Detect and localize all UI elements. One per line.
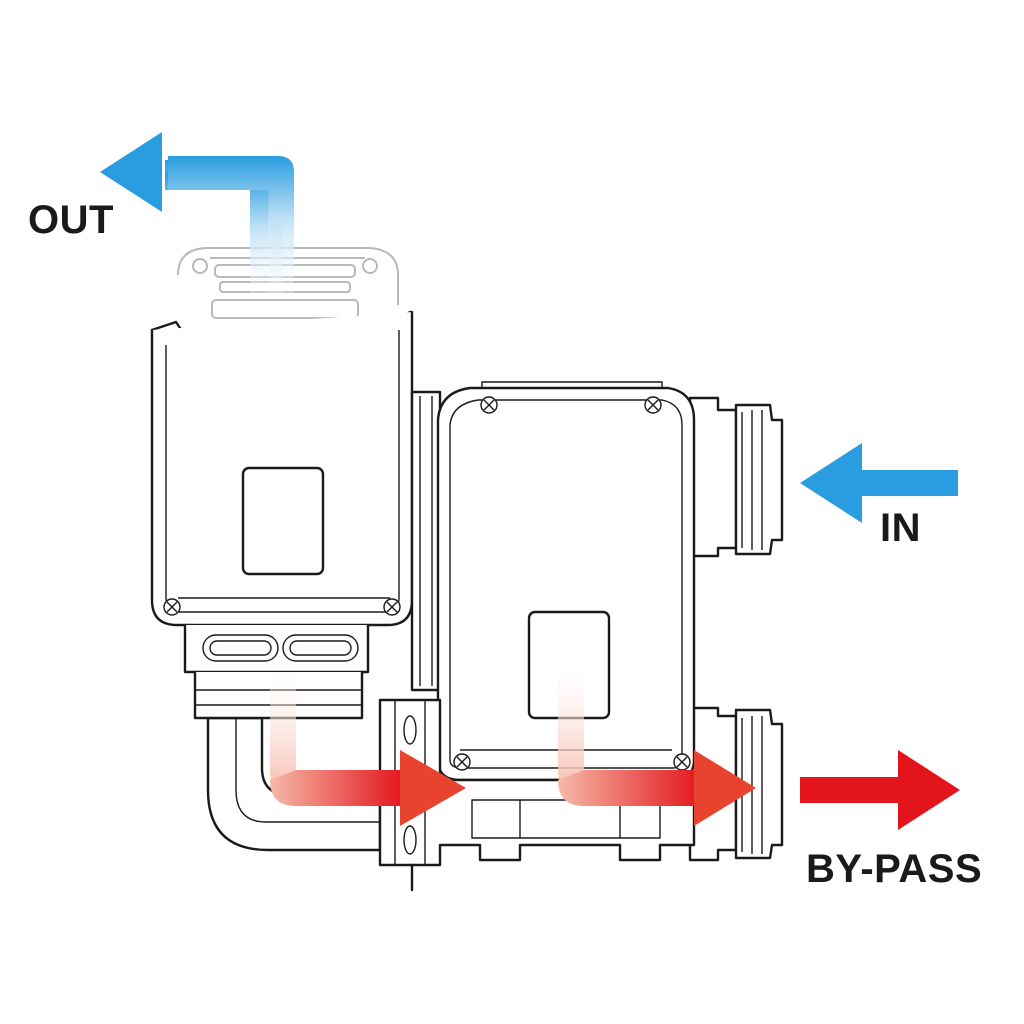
internal-flow-arrow-right <box>558 665 756 826</box>
in-flow-arrow <box>800 443 958 523</box>
left-housing <box>150 247 414 720</box>
screw-icon <box>453 396 691 771</box>
right-housing <box>378 381 784 892</box>
in-label: IN <box>880 506 921 550</box>
out-flow-arrow <box>100 132 294 295</box>
screw-icon <box>163 598 401 616</box>
elbow-pipe <box>206 716 382 852</box>
bypass-label: BY-PASS <box>806 847 982 891</box>
internal-flow-arrow-left <box>270 672 466 826</box>
bypass-flow-arrow <box>800 750 960 830</box>
out-label: OUT <box>28 198 114 242</box>
